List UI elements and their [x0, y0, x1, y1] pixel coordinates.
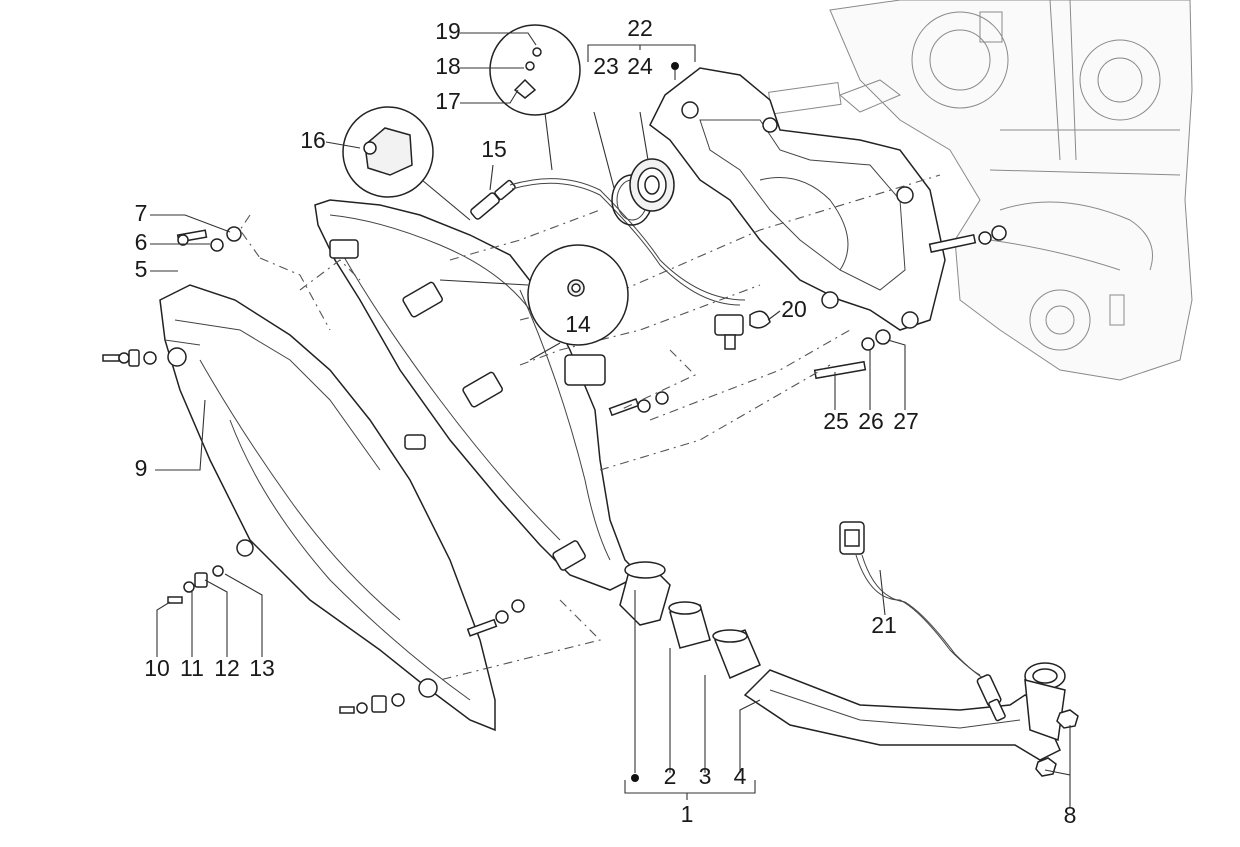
callout-7: 7	[135, 200, 148, 226]
callout-3: 3	[699, 763, 712, 789]
callout-8: 8	[1064, 802, 1077, 828]
engine-block	[768, 0, 1193, 381]
callout-20: 20	[781, 296, 807, 322]
callout-18: 18	[435, 53, 461, 79]
bracket-part	[649, 67, 946, 331]
muffler-body	[314, 199, 642, 591]
callout-19: 19	[435, 18, 461, 44]
sensor-cable	[470, 178, 771, 350]
fastener-group-lower	[339, 693, 405, 714]
fastener-group-engine	[928, 225, 1007, 253]
fastener-group-5-6-7	[176, 226, 242, 252]
lambda-sensor	[839, 521, 1006, 722]
callout-22: 22	[627, 15, 653, 41]
callout-14: 14	[565, 311, 591, 337]
callout-11: 11	[180, 655, 204, 681]
fastener-group-lower-mid	[466, 599, 525, 637]
bearing-part	[629, 158, 675, 212]
callout-24: 24	[627, 53, 653, 79]
fastener-group-top	[102, 349, 157, 367]
callout-26: 26	[858, 408, 884, 434]
detail-circle-14	[439, 244, 629, 361]
callout-25: 25	[823, 408, 849, 434]
callout-16: 16	[300, 127, 326, 153]
sleeve-part	[668, 601, 711, 649]
callout-2: 2	[664, 763, 677, 789]
heat-shield	[159, 284, 496, 732]
callout-23: 23	[593, 53, 619, 79]
callout-5: 5	[135, 256, 148, 282]
fastener-group-middle	[608, 391, 669, 417]
leader-lines	[150, 32, 1071, 808]
detail-circle-16	[342, 106, 471, 221]
callout-9: 9	[135, 455, 148, 481]
callout-15: 15	[481, 136, 507, 162]
exhaust-pipe	[743, 662, 1066, 761]
callout-27: 27	[893, 408, 919, 434]
fastener-group-25-26-27	[813, 329, 891, 380]
callout-6: 6	[135, 229, 148, 255]
callout-4: 4	[734, 763, 747, 789]
ring-clamp-part	[712, 629, 761, 679]
callout-21: 21	[871, 612, 897, 638]
callout-1: 1	[681, 801, 694, 827]
callout-labels: 1 2 3 4 5 6 7 8 9 10 11 12 13 14 15 16 1…	[135, 15, 1077, 828]
callout-13: 13	[249, 655, 275, 681]
callout-12: 12	[214, 655, 240, 681]
callout-17: 17	[435, 88, 461, 114]
clamp-part	[619, 561, 671, 626]
callout-10: 10	[144, 655, 170, 681]
fastener-group-bottom	[167, 565, 224, 604]
assembly-lines	[239, 174, 941, 681]
detail-circle-17-19	[489, 24, 581, 171]
